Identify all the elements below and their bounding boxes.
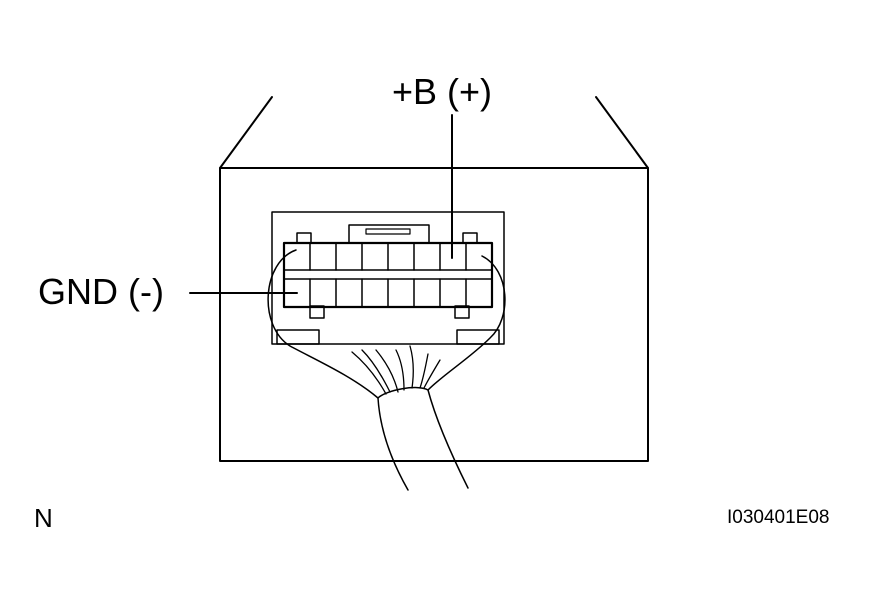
harness-wires xyxy=(351,345,441,395)
harness-boot-right xyxy=(427,255,506,391)
mount-tab-left xyxy=(276,329,320,345)
perspective-line-left xyxy=(219,96,273,169)
connector-latch-slot xyxy=(365,228,411,235)
ground-terminal-label: GND (-) xyxy=(38,271,164,312)
post-top-right xyxy=(462,232,478,244)
housing-outline xyxy=(219,167,649,462)
perspective-line-right xyxy=(595,96,649,169)
terminal-grid xyxy=(283,242,493,308)
post-top-left xyxy=(296,232,312,244)
harness-boot-left xyxy=(267,249,379,399)
figure-id: I030401E08 xyxy=(727,507,830,528)
connector-frame xyxy=(271,211,505,345)
mount-tab-right xyxy=(456,329,500,345)
positive-terminal-label: +B (+) xyxy=(392,71,493,112)
harness-tube xyxy=(377,386,469,491)
orientation-mark: N xyxy=(34,503,53,533)
